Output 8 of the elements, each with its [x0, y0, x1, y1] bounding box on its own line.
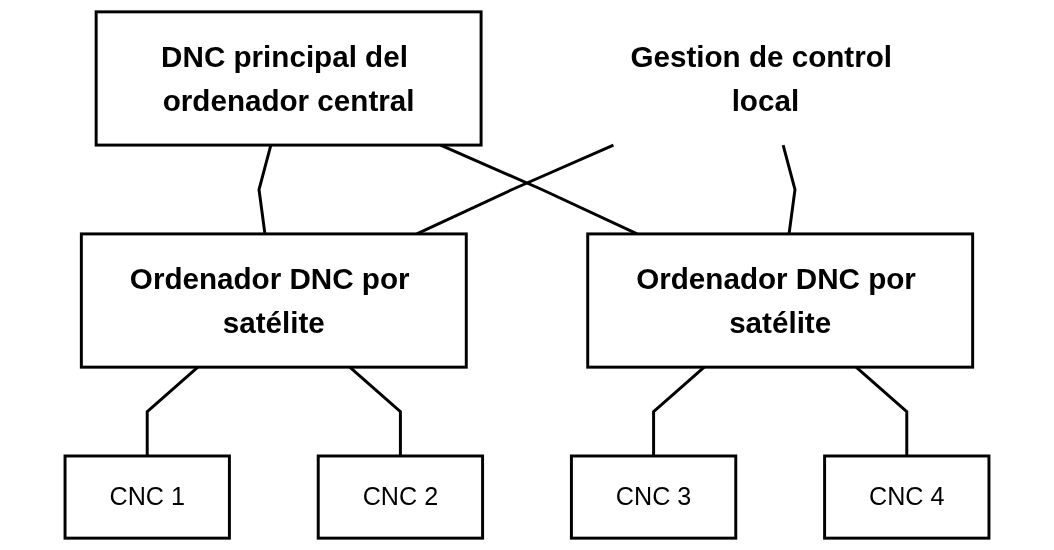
node-box: CNC 4 [823, 454, 991, 540]
node-box: CNC 2 [316, 454, 485, 540]
node-box: CNC 3 [569, 454, 738, 540]
node-box: Ordenador DNC por satélite [79, 232, 468, 369]
node-box: CNC 1 [63, 454, 231, 540]
node-text: Gestion de control local [630, 39, 893, 117]
node-box: Ordenador DNC por satélite [586, 232, 975, 369]
node-box: DNC principal del ordenador central [94, 10, 483, 147]
